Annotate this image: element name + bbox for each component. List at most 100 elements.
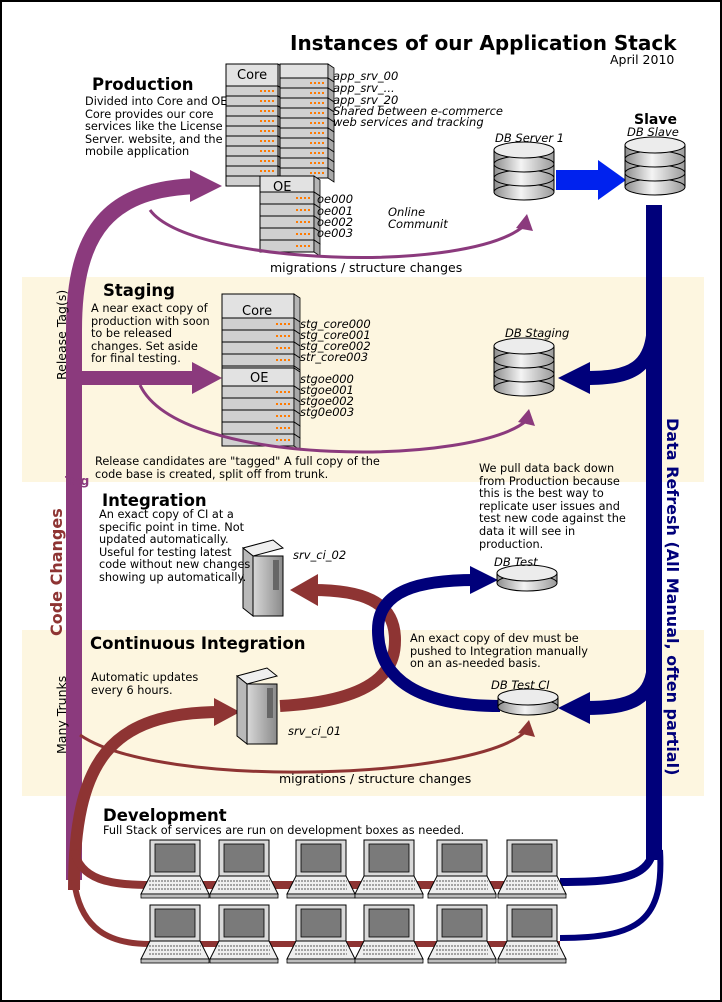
production-core-note-0: Shared between e-commerce [333, 104, 503, 118]
diagram-title: Instances of our Application Stack [290, 31, 677, 55]
laptop-icon [286, 839, 356, 899]
laptop-icon [354, 839, 424, 899]
production-oe-server-rack [259, 175, 321, 257]
staging-core-server-1: stg_core001 [300, 328, 371, 342]
staging-oe-server-3: stg0e003 [300, 405, 355, 419]
push-to-integration-note: An exact copy of dev must be pushed to I… [410, 632, 588, 671]
tag-label: Tag [65, 473, 90, 488]
db-test-ci-icon [497, 688, 559, 716]
replication-arrowhead [598, 160, 626, 200]
release-trunk-purple [66, 178, 201, 880]
staging-heading: Staging [103, 281, 175, 300]
laptop-icon [286, 904, 356, 964]
data-refresh-label: Data Refresh (All Manual, often partial) [663, 418, 682, 776]
development-laptops [140, 839, 567, 964]
ci-migrations-label: migrations / structure changes [279, 771, 472, 786]
laptop-icon [209, 904, 279, 964]
production-core-server-2: app_srv_20 [333, 93, 399, 107]
data-pull-note: We pull data back down from Production b… [479, 462, 626, 551]
production-core-label: Core [237, 68, 268, 83]
refresh-to-ci [584, 659, 661, 715]
db-staging-label: DB Staging [505, 326, 570, 340]
staging-description: A near exact copy of production with soo… [91, 302, 210, 366]
staging-core-label: Core [242, 304, 273, 319]
db-server-1-icon [493, 141, 555, 201]
diagram-date: April 2010 [610, 52, 675, 67]
laptop-icon [427, 839, 497, 899]
migration-curve-production [148, 209, 527, 259]
db-server-1-label: DB Server 1 [495, 131, 565, 145]
laptop-icon [140, 839, 210, 899]
staging-core-server-0: stg_core000 [300, 317, 371, 331]
production-core-server-rack [225, 63, 335, 191]
migration-arrowhead-staging [518, 409, 535, 426]
code-changes-label: Code Changes [47, 508, 66, 636]
db-slave-label: DB Slave [627, 125, 679, 139]
db-test-ci-label: DB Test CI [491, 678, 550, 692]
dev-link-navy-lower [559, 849, 664, 941]
laptop-icon [209, 839, 279, 899]
refresh-arrowhead-staging [558, 362, 590, 394]
production-oe-label: OE [273, 180, 292, 195]
server-tower-integration-icon [241, 539, 285, 618]
laptop-icon [427, 904, 497, 964]
refresh-arrowhead-ci [558, 692, 590, 724]
ci-description: Automatic updates every 6 hours. [91, 671, 199, 697]
staging-oe-server-2: stgoe002 [300, 394, 354, 408]
migration-curve-staging [138, 384, 529, 454]
production-heading: Production [92, 75, 194, 94]
dev-link-navy-upper [559, 839, 658, 886]
integration-description: An exact copy of CI at a specific point … [99, 508, 251, 584]
server-tower-ci-icon [235, 667, 279, 746]
ci-to-integration-navy-loop [371, 574, 501, 712]
production-migrations-label: migrations / structure changes [270, 260, 463, 275]
staging-core-server-2: stg_core002 [300, 339, 371, 353]
production-core-server-0: app_srv_00 [333, 69, 399, 83]
migration-arrowhead-production [516, 214, 533, 231]
staging-oe-server-0: stgoe000 [300, 372, 354, 386]
production-oe-server-0: oe000 [317, 192, 354, 206]
dev-link-red-lower [71, 879, 560, 947]
db-test-label: DB Test [494, 555, 538, 569]
staging-core-server-3: str_core003 [300, 350, 369, 364]
staging-oe-server-rack [221, 367, 301, 451]
release-candidates-note: Release candidates are "tagged" A full c… [95, 455, 380, 481]
code-arrow-ci [214, 698, 240, 726]
ci-server-label: srv_ci_01 [288, 724, 342, 738]
integration-heading: Integration [102, 491, 207, 510]
release-tags-label: Release Tag(s) [54, 289, 69, 380]
slave-heading: Slave [634, 112, 677, 128]
development-description: Full Stack of services are run on develo… [103, 824, 465, 837]
production-oe-server-2: oe002 [317, 215, 354, 229]
ci-to-integration-loop [279, 584, 402, 712]
db-test-icon [496, 564, 558, 592]
laptop-icon [140, 904, 210, 964]
replication-arrow-body [556, 170, 601, 190]
db-test-arrowhead [470, 566, 498, 594]
laptop-icon [497, 904, 567, 964]
release-arrow-production [190, 170, 222, 202]
production-core-server-1: app_srv_... [333, 81, 395, 95]
staging-oe-label: OE [250, 371, 269, 386]
migration-curve-ci [79, 728, 529, 774]
refresh-to-staging [584, 319, 661, 385]
db-staging-icon [493, 337, 555, 397]
many-trunks-label: Many Trunks [54, 675, 69, 754]
code-changes-trunk-red [68, 706, 223, 891]
production-oe-note-1: Communit [388, 217, 448, 231]
production-oe-server-1: oe001 [317, 204, 354, 218]
integration-server-label: srv_ci_02 [293, 548, 347, 562]
laptop-icon [497, 839, 567, 899]
production-description: Divided into Core and OE Core provides o… [85, 95, 228, 159]
ci-heading: Continuous Integration [90, 634, 306, 653]
laptop-icon [354, 904, 424, 964]
production-core-note-1: web services and tracking [333, 115, 484, 129]
development-heading: Development [103, 806, 227, 825]
production-oe-server-3: oe003 [317, 226, 354, 240]
production-oe-note-0: Online [388, 205, 426, 219]
integration-arrowhead [290, 574, 318, 606]
release-arrow-staging [192, 362, 222, 394]
db-slave-icon [624, 136, 686, 196]
migration-arrowhead-ci [518, 720, 535, 737]
